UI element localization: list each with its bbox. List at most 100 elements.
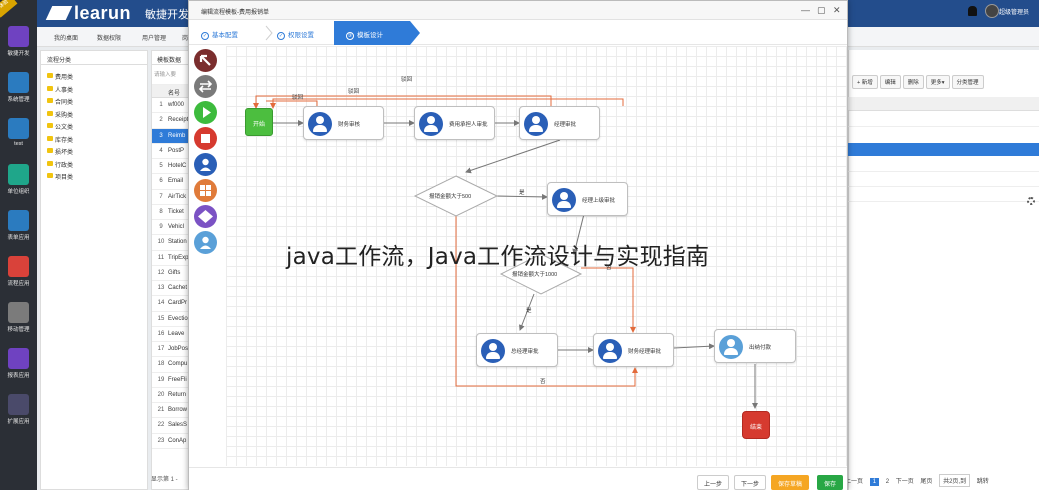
gear-icon[interactable] — [1027, 197, 1035, 205]
connector-tool-icon[interactable] — [194, 75, 217, 98]
check-icon: ✓ — [201, 32, 209, 40]
tree-item[interactable]: 采购类 — [41, 107, 147, 120]
sidebar-item-extensions[interactable]: 扩展应用 — [0, 394, 37, 425]
bell-icon[interactable] — [968, 6, 977, 16]
next-step-button[interactable]: 下一步 — [734, 475, 767, 490]
sidebar-item-workflow[interactable]: 流程应用 — [0, 256, 37, 287]
flow-canvas[interactable]: 开始 财务审核 费用承担人审批 经理审批 经理上级审批 总经理审批 财务经理审批… — [226, 46, 847, 466]
node-manager-review[interactable]: 经理审批 — [519, 106, 600, 140]
tab-user-management[interactable]: 用户管理 — [142, 36, 167, 42]
edit-button[interactable]: 编辑 — [879, 75, 901, 89]
node-general-manager-review[interactable]: 总经理审批 — [476, 333, 558, 367]
dialog-footer: 上一步 下一步 保存草稿 保存 — [189, 467, 847, 490]
node-upper-manager-review[interactable]: 经理上级审批 — [547, 182, 628, 216]
row-name: Gifts — [168, 269, 181, 276]
prev-step-button[interactable]: 上一步 — [697, 475, 730, 490]
condition-diamond — [413, 175, 499, 217]
search-input[interactable]: 请输入要 — [152, 65, 200, 85]
tab-more[interactable]: 岗 — [182, 36, 189, 42]
tree-item[interactable]: 人事类 — [41, 82, 147, 95]
parallel-tool-icon[interactable] — [194, 179, 217, 202]
tab-data-permission[interactable]: 数据权限 — [97, 36, 122, 42]
tree-item[interactable]: 库存类 — [41, 132, 147, 145]
save-draft-button[interactable]: 保存草稿 — [771, 475, 810, 490]
sidebar-item-test[interactable]: test — [0, 118, 37, 147]
edge-label-reject: 驳回 — [348, 89, 360, 95]
user-name[interactable]: 超级管理员 — [998, 10, 1029, 16]
end-node[interactable]: 结束 — [742, 411, 770, 439]
step-permissions[interactable]: ✓权限设置 — [277, 21, 314, 45]
page-1-button[interactable]: 1 — [869, 478, 880, 486]
page-2-button[interactable]: 2 — [885, 479, 890, 485]
delete-button[interactable]: 删除 — [902, 75, 924, 89]
minimize-icon[interactable]: — — [801, 5, 810, 15]
tree-item[interactable]: 行政类 — [41, 157, 147, 170]
add-button[interactable]: + 新增 — [852, 75, 878, 89]
tree-item[interactable]: 合同类 — [41, 94, 147, 107]
tab-desktop[interactable]: 我的桌面 — [54, 36, 79, 42]
sidebar-item-label: 系统管理 — [7, 97, 30, 103]
table-icon — [8, 210, 29, 231]
sidebar-item-system[interactable]: 系统管理 — [0, 72, 37, 103]
subflow-tool-icon[interactable] — [194, 231, 217, 254]
start-node[interactable]: 开始 — [245, 108, 273, 136]
last-page-button[interactable]: 尾页 — [920, 479, 933, 485]
next-page-button[interactable]: 下一页 — [895, 479, 914, 485]
step-basic-config[interactable]: ✓基本配置 — [201, 21, 238, 45]
tree-item[interactable]: 损坏类 — [41, 144, 147, 157]
jump-button[interactable]: 跳转 — [976, 479, 989, 485]
node-finance-review[interactable]: 财务审核 — [303, 106, 384, 140]
row-name: Email — [168, 178, 184, 185]
pointer-tool-icon[interactable] — [194, 49, 217, 72]
close-icon[interactable]: ✕ — [833, 5, 841, 15]
node-cashier-payment[interactable]: 出纳付款 — [714, 329, 796, 363]
node-expense-dept-review[interactable]: 费用承担人审批 — [414, 106, 495, 140]
prev-page-button[interactable]: 上一页 — [845, 479, 864, 485]
start-tool-icon[interactable] — [194, 101, 217, 124]
sidebar-item-mobile[interactable]: 移动管理 — [0, 302, 37, 333]
row-name: ConAp — [168, 437, 187, 444]
tree-item[interactable]: 公文类 — [41, 119, 147, 132]
sidebar-item-reports[interactable]: 报表应用 — [0, 348, 37, 379]
page-jump-input[interactable]: 共2页,到 — [939, 474, 971, 487]
table-row-selected[interactable] — [848, 143, 1039, 156]
end-tool-icon[interactable] — [194, 127, 217, 150]
sidebar-item-org[interactable]: 单位组织 — [0, 164, 37, 195]
category-manage-button[interactable]: 分类管理 — [951, 75, 984, 89]
condition-label: 报销金额大于500 — [429, 194, 472, 200]
sidebar-item-agile[interactable]: 敏捷开发 — [0, 26, 37, 57]
sidebar-item-forms[interactable]: 表单应用 — [0, 210, 37, 241]
node-finance-manager-review[interactable]: 财务经理审批 — [593, 333, 674, 367]
condition-tool-icon[interactable] — [194, 205, 217, 228]
user-node-tool-icon[interactable] — [194, 153, 217, 176]
tree-item[interactable]: 项目类 — [41, 169, 147, 182]
maximize-icon[interactable]: ▢ — [817, 5, 826, 15]
avatar[interactable] — [985, 4, 999, 18]
save-button[interactable]: 保存 — [817, 475, 844, 490]
more-button[interactable]: 更多▾ — [925, 75, 950, 89]
tree-item[interactable]: 费用类 — [41, 69, 147, 82]
